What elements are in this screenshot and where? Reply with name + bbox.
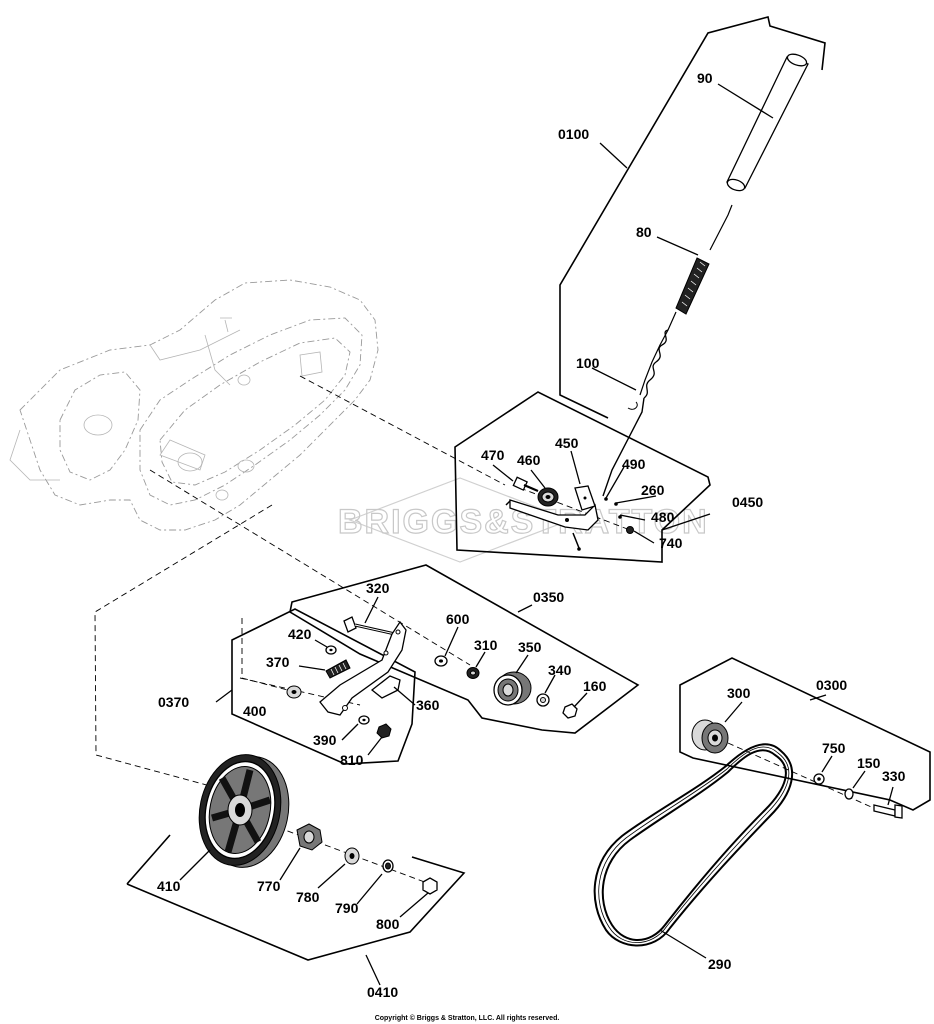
label-80: 80 — [636, 224, 652, 240]
part-750-washer — [813, 773, 825, 785]
label-460: 460 — [517, 452, 541, 468]
label-330: 330 — [882, 768, 906, 784]
label-0350: 0350 — [533, 589, 564, 605]
label-90: 90 — [697, 70, 713, 86]
leader-lines — [179, 83, 894, 986]
label-290: 290 — [708, 956, 732, 972]
label-0370: 0370 — [158, 694, 189, 710]
label-100: 100 — [576, 355, 600, 371]
part-410-pulley — [198, 754, 290, 868]
part-790-lockwasher — [382, 859, 394, 873]
copyright-text: Copyright © Briggs & Stratton, LLC. All … — [375, 1014, 560, 1022]
part-370-plate — [319, 620, 407, 716]
part-320-bolt — [343, 616, 396, 636]
label-150: 150 — [857, 755, 881, 771]
part-160-nut — [562, 703, 578, 719]
part-150-lockwasher — [844, 788, 854, 800]
small-hardware-450 — [505, 497, 634, 551]
part-310-bushing — [466, 667, 480, 679]
label-740: 740 — [659, 535, 683, 551]
part-800-nut — [422, 877, 438, 895]
part-780-washer — [344, 847, 360, 865]
part-420-washer — [325, 645, 337, 655]
label-480: 480 — [651, 509, 675, 525]
label-490: 490 — [622, 456, 646, 472]
label-310: 310 — [474, 637, 498, 653]
part-810-nut — [376, 723, 392, 739]
part-370-spring — [325, 659, 351, 679]
label-0300: 0300 — [816, 677, 847, 693]
part-340-spacer — [536, 693, 550, 707]
part-360-clip — [370, 675, 401, 699]
part-300-pulley — [691, 719, 729, 754]
part-470-bolt — [512, 476, 539, 493]
group-0410-outline — [126, 834, 466, 961]
part-90-tube — [726, 53, 809, 192]
label-450: 450 — [555, 435, 579, 451]
label-600: 600 — [446, 611, 470, 627]
part-330-bolt — [873, 804, 903, 819]
part-450-bracket — [509, 485, 599, 531]
label-350: 350 — [518, 639, 542, 655]
label-320: 320 — [366, 580, 390, 596]
label-470: 470 — [481, 447, 505, 463]
part-100-cable — [602, 329, 669, 497]
label-420: 420 — [288, 626, 312, 642]
label-0450: 0450 — [732, 494, 763, 510]
part-390-washer — [358, 715, 370, 725]
label-160: 160 — [583, 678, 607, 694]
part-600-washer — [434, 655, 448, 667]
label-400: 400 — [243, 703, 267, 719]
group-0450-outline — [454, 391, 711, 563]
label-780: 780 — [296, 889, 320, 905]
group-0370-outline — [231, 608, 416, 765]
label-750: 750 — [822, 740, 846, 756]
part-770-hub — [296, 823, 323, 851]
group-0100-outline — [559, 16, 826, 419]
label-360: 360 — [416, 697, 440, 713]
group-0300-outline — [679, 657, 931, 811]
label-800: 800 — [376, 916, 400, 932]
label-300: 300 — [727, 685, 751, 701]
label-810: 810 — [340, 752, 364, 768]
housing-ghost-outline — [9, 279, 379, 531]
label-390: 390 — [313, 732, 337, 748]
label-0100: 0100 — [558, 126, 589, 142]
part-460-pulley — [537, 487, 559, 507]
label-410: 410 — [157, 878, 181, 894]
part-350-idler-pulley — [493, 671, 532, 706]
label-370: 370 — [266, 654, 290, 670]
label-790: 790 — [335, 900, 359, 916]
part-400-washer — [286, 685, 302, 699]
label-0410: 0410 — [367, 984, 398, 1000]
label-260: 260 — [641, 482, 665, 498]
group-outlines — [126, 16, 931, 961]
callout-labels: 0100 90 80 100 470 460 450 490 260 480 7… — [157, 70, 906, 1000]
part-80-spring — [639, 204, 733, 396]
group-0350-outline — [289, 564, 640, 734]
label-770: 770 — [257, 878, 281, 894]
label-340: 340 — [548, 662, 572, 678]
part-290-belt — [593, 743, 794, 947]
